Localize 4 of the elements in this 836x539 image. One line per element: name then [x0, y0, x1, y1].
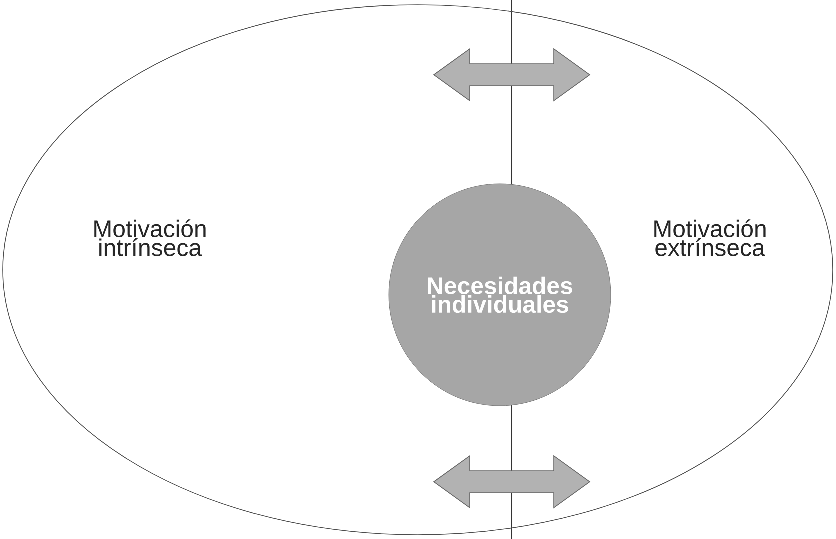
circle-node: Necesidades individuales — [388, 184, 612, 406]
text-label: Motivación extrínseca — [654, 220, 766, 256]
text-label: Motivación intrínseca — [94, 220, 206, 256]
outer-ellipse — [2, 4, 834, 536]
